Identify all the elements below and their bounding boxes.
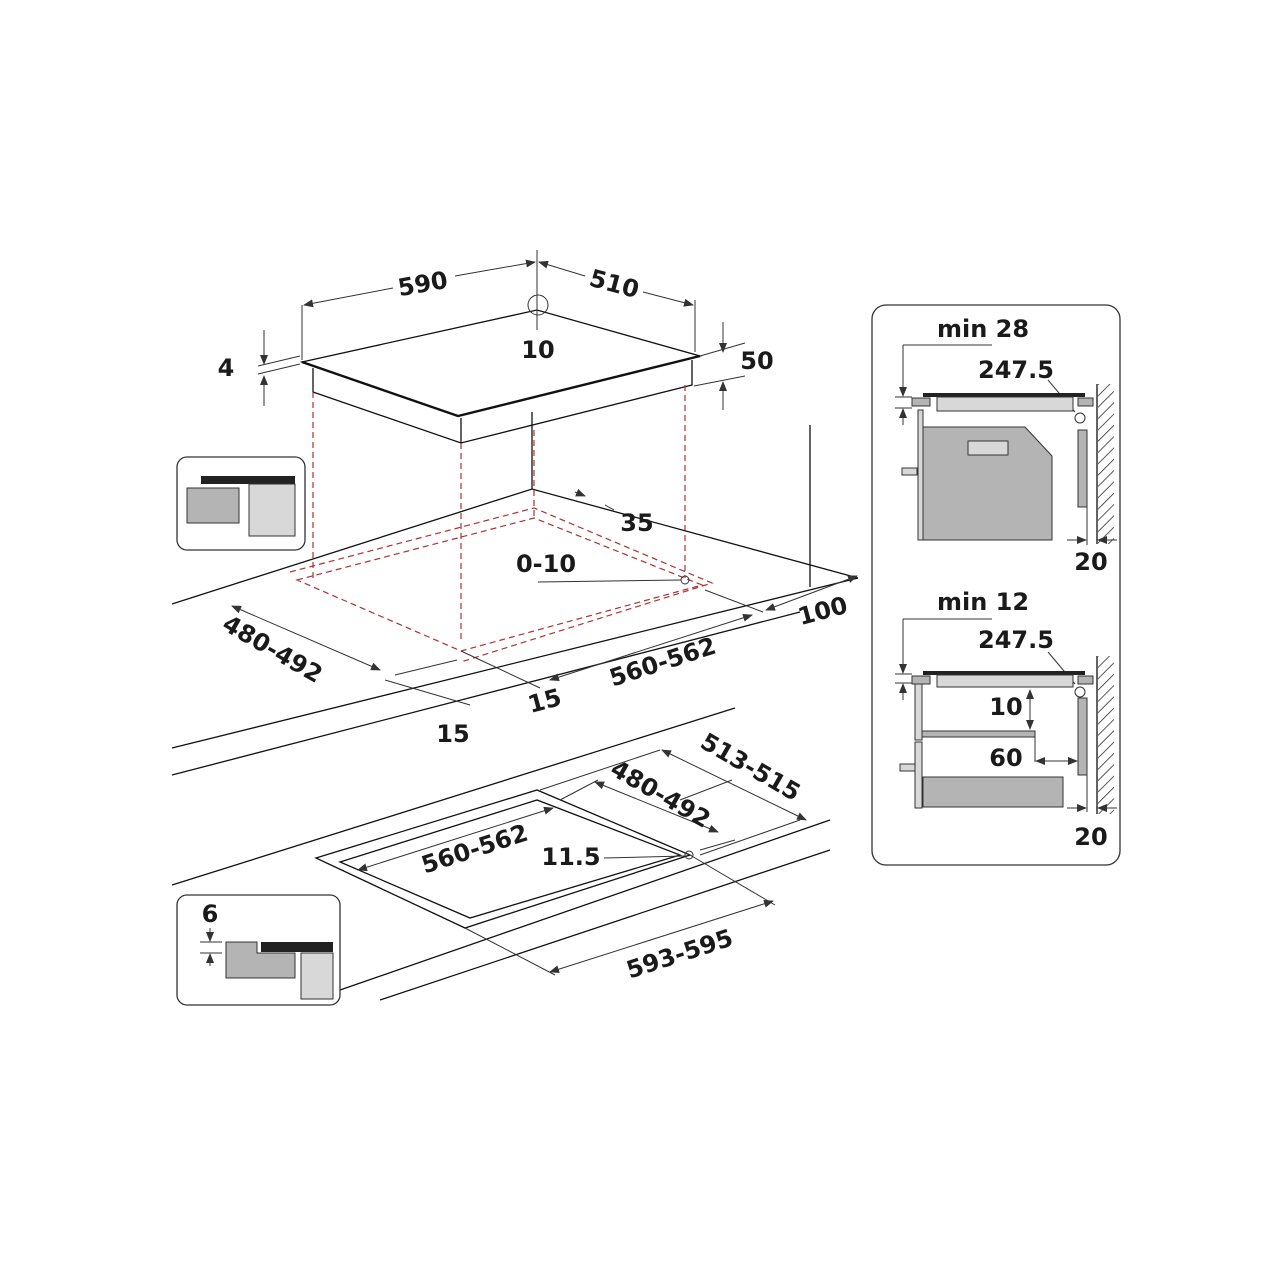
hob-glass-top <box>299 309 703 417</box>
drawer-body <box>922 776 1064 808</box>
rebate-height-label: 6 <box>202 900 219 928</box>
cutout-outline <box>289 507 714 663</box>
front-margin-b-label: 15 <box>436 720 469 748</box>
glass-thickness-label: 4 <box>218 354 235 382</box>
flush-cutout-width-label: 560-562 <box>418 819 531 880</box>
oven-min-label: min 28 <box>937 315 1029 343</box>
oven-wall-gap-label: 20 <box>1074 548 1107 576</box>
hob-depth-label: 510 <box>586 264 642 304</box>
drawer-min-label: min 12 <box>937 588 1029 616</box>
rear-clearance-label: 35 <box>620 509 653 537</box>
corner-detail-marker <box>527 294 549 316</box>
side-section-panel: min 28 247.5 20 min 12 <box>871 304 1121 866</box>
drawer-horizontal-gap-label: 60 <box>989 744 1022 772</box>
shelf <box>921 730 1036 738</box>
oven-depth-label: 247.5 <box>978 356 1054 384</box>
inset-overlap-mount <box>176 456 306 551</box>
rebate-width-label: 593-595 <box>623 924 736 985</box>
flush-cutout-depth-label: 480-492 <box>606 754 715 833</box>
cutout-width-label: 560-562 <box>606 632 719 693</box>
side-distance-label: 100 <box>795 591 851 631</box>
hob-width-label: 590 <box>396 266 450 302</box>
hob-height-label: 50 <box>740 347 773 375</box>
drawer-depth-label: 247.5 <box>978 626 1054 654</box>
corner-detail-label: 10 <box>521 336 554 364</box>
flush-corner-radius-label: 11.5 <box>541 843 600 871</box>
oven-body <box>922 426 1053 541</box>
rebate-depth-label: 513-515 <box>696 727 805 806</box>
corner-radius-label: 0-10 <box>516 550 576 578</box>
drawer-vertical-gap-label: 10 <box>989 693 1022 721</box>
drawer-wall-gap-label: 20 <box>1074 823 1107 851</box>
drawer-section: min 12 247.5 10 60 <box>895 588 1117 851</box>
front-margin-a-label: 15 <box>525 683 565 719</box>
inset-flush-mount: 6 <box>176 894 341 1006</box>
oven-section: min 28 247.5 20 <box>895 315 1117 576</box>
cutout-depth-label: 480-492 <box>218 609 327 688</box>
